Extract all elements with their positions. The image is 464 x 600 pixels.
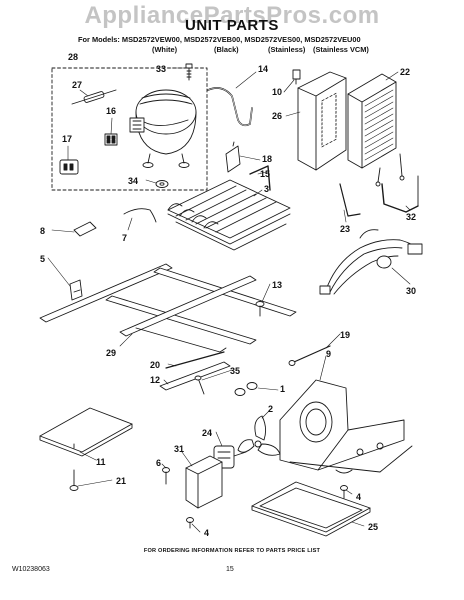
part-29-base-rails [39,263,297,353]
callout-28: 28 [68,52,78,62]
callout-25: 25 [368,522,378,532]
part-5-bracket [69,279,83,301]
part-25-drain-pan [251,481,371,537]
callout-23: 23 [340,224,350,234]
part-7-wire [123,208,157,223]
page-title: UNIT PARTS [185,17,279,34]
part-8-sleeve [73,221,97,237]
page-number: 15 [226,566,234,573]
part-4-screw-lower [186,517,194,529]
callout-1: 1 [280,384,285,394]
part-23-rod [339,183,361,217]
part-10-clip [292,69,301,85]
part-20-rod [165,351,225,369]
callout-7: 7 [122,233,127,243]
ordering-note: FOR ORDERING INFORMATION REFER TO PARTS … [143,548,321,554]
part-6-screw [162,467,170,485]
callout-4-right: 4 [356,492,361,502]
callout-32: 32 [406,212,416,222]
part-17-plug [59,159,79,175]
part-31-motor-bracket [185,455,223,509]
callout-29: 29 [106,348,116,358]
variant-black: (Black) [214,45,239,54]
part-19-bolt [288,345,331,366]
callout-15: 15 [260,169,270,179]
callout-21: 21 [116,476,126,486]
part-18-bracket [225,141,241,173]
part-30-harness [319,229,423,295]
callout-30: 30 [406,286,416,296]
part-34-grommet [155,180,169,188]
callout-35: 35 [230,366,240,376]
variant-white: (White) [152,45,178,54]
part-32-tube [381,175,419,213]
models-line: For Models: MSD2572VEW00, MSD2572VEB00, … [78,35,361,44]
part-22-condenser [347,73,405,187]
part-21-screw [69,469,79,491]
part-9-base-pan [279,379,413,474]
callout-34: 34 [128,176,138,186]
document-number: W10238063 [12,566,50,573]
callout-11: 11 [96,457,106,467]
part-1-grommets [234,382,258,396]
part-2-fan-blade [237,415,281,456]
callout-4-lower: 4 [204,528,209,538]
callout-18: 18 [262,154,272,164]
callout-19: 19 [340,330,350,340]
part-15-tube [249,165,271,191]
callout-6: 6 [156,458,161,468]
compressor-group-box [51,67,208,191]
leader-lines [47,67,411,533]
compressor [129,89,197,168]
callout-2: 2 [268,404,273,414]
callout-20: 20 [150,360,160,370]
callout-12: 12 [150,375,160,385]
part-12-rail [159,361,231,391]
part-26-shroud [297,71,347,171]
part-13-screw [255,301,265,317]
part-16-start-device [104,133,118,146]
part-35-screw [194,375,205,395]
part-14-tube [207,87,253,127]
callout-24: 24 [202,428,212,438]
callout-17: 17 [62,134,72,144]
watermark: AppliancePartsPros.com [84,2,380,29]
part-4-screw-right [340,485,348,499]
callout-13: 13 [272,280,282,290]
callout-22: 22 [400,67,410,77]
callout-8: 8 [40,226,45,236]
callout-31: 31 [174,444,184,454]
variant-stainless-vcm: (Stainless VCM) [313,45,369,54]
part-3-coil-rack [167,179,291,251]
callout-33: 33 [156,64,166,74]
part-11-cover-plate [39,407,133,457]
variant-stainless: (Stainless) [268,45,306,54]
callout-14: 14 [258,64,268,74]
callout-27: 27 [72,80,82,90]
callout-10: 10 [272,87,282,97]
callout-26: 26 [272,111,282,121]
callout-16: 16 [106,106,116,116]
part-33-bolt [185,63,193,81]
callout-3: 3 [264,184,269,194]
callout-5: 5 [40,254,45,264]
part-27-overload-relay [71,89,117,105]
callout-9: 9 [326,349,331,359]
